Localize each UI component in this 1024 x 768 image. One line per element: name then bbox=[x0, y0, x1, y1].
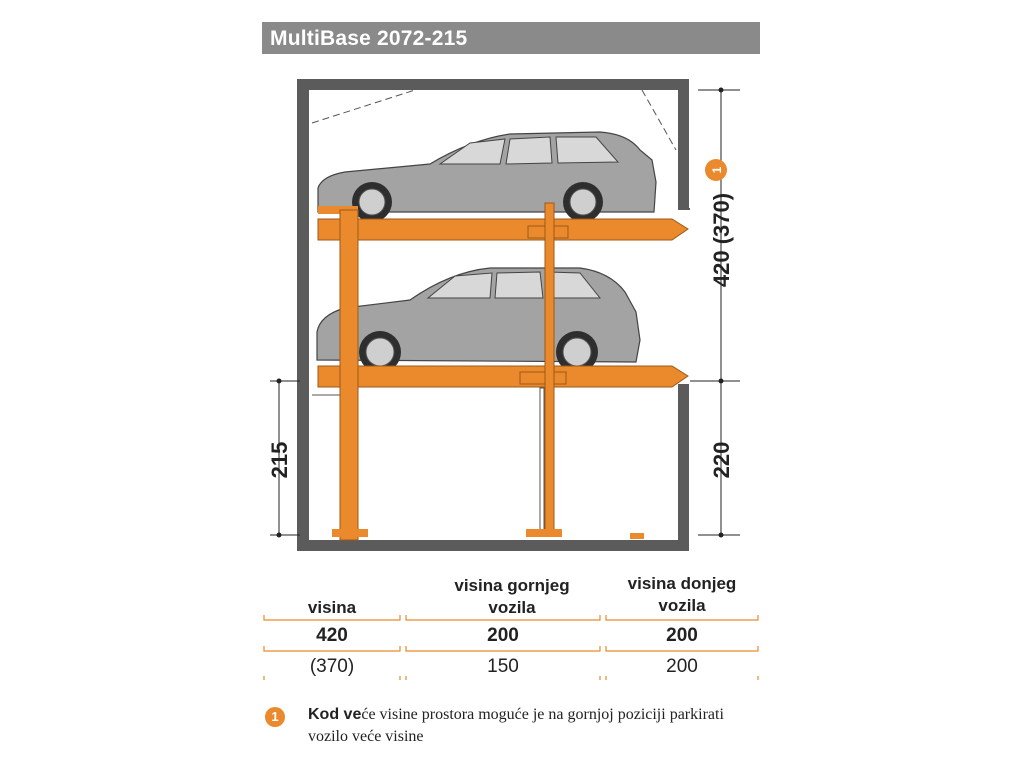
title-bar: MultiBase 2072-215 bbox=[262, 22, 760, 54]
table-cell: (370) bbox=[309, 656, 355, 677]
lower-platform bbox=[317, 365, 689, 388]
header-lower-line1: visina donjeg bbox=[627, 574, 737, 593]
lower-car bbox=[316, 267, 641, 373]
table-cell: 200 bbox=[666, 656, 698, 677]
table-cell: 200 bbox=[487, 625, 519, 646]
table-cell: 420 bbox=[316, 625, 348, 646]
dimension-label-420: 420 (370) bbox=[709, 193, 734, 287]
page-title: MultiBase 2072-215 bbox=[270, 27, 468, 50]
dimension-left bbox=[270, 378, 300, 538]
lift-columns bbox=[332, 202, 644, 541]
header-upper-line2: vozila bbox=[488, 598, 536, 617]
dimension-label-215: 215 bbox=[267, 442, 292, 479]
height-note-badge: 1 bbox=[705, 159, 727, 181]
footnote-text: Kod veće visine prostora moguće je na go… bbox=[308, 704, 748, 748]
footnote-badge: 1 bbox=[265, 707, 285, 727]
table-rules bbox=[263, 615, 759, 680]
footnote-bold: Kod ve bbox=[308, 706, 362, 723]
table-cell: 200 bbox=[666, 625, 698, 646]
footnote-body: će visine prostora moguće je na gornjoj … bbox=[308, 706, 724, 745]
upper-car bbox=[317, 131, 657, 222]
header-lower-line2: vozila bbox=[658, 596, 706, 615]
badge-number: 1 bbox=[710, 166, 724, 173]
header-upper-line1: visina gornjeg bbox=[454, 576, 570, 595]
header-visina: visina bbox=[307, 598, 357, 617]
table-cell: 150 bbox=[487, 656, 519, 677]
dimension-label-220: 220 bbox=[709, 442, 734, 479]
